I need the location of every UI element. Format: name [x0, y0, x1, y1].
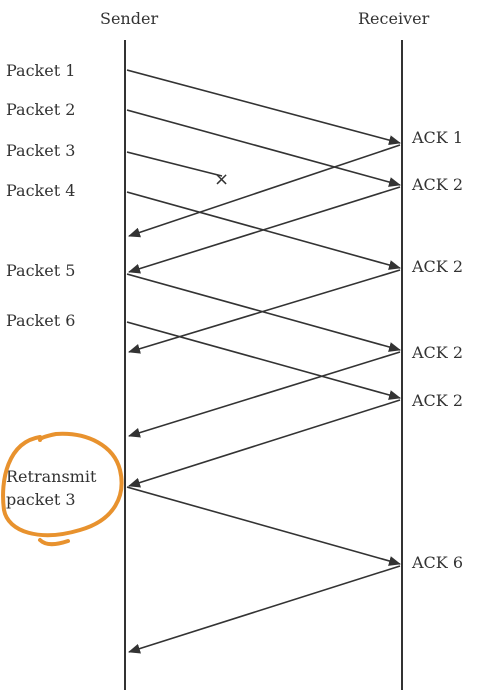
packet-3-label: Packet 3 — [6, 141, 75, 160]
packet-6-arrow — [126, 321, 401, 400]
highlight-circle — [1, 431, 124, 538]
packet-3-arrow-lost — [126, 151, 223, 177]
packet-5-label: Packet 5 — [6, 261, 75, 280]
ack-2-label-a: ACK 2 — [411, 175, 463, 194]
lost-packet-marker: × — [214, 169, 229, 190]
packet-6-label: Packet 6 — [6, 311, 75, 330]
packet-2-arrow — [126, 109, 401, 187]
retransmit-arrow — [126, 486, 401, 566]
ack-1-arrow — [128, 144, 401, 238]
ack-2-arrow-c — [128, 351, 401, 438]
ack-2-arrow-d — [128, 399, 401, 488]
ack-6-label: ACK 6 — [411, 553, 463, 572]
highlight-tail — [38, 538, 70, 547]
packet-1-label: Packet 1 — [6, 61, 75, 80]
ack-2-label-c: ACK 2 — [411, 343, 463, 362]
retransmit-label-line2: packet 3 — [6, 490, 76, 509]
packet-1-arrow — [126, 69, 401, 145]
packet-2-label: Packet 2 — [6, 100, 75, 119]
ack-1-label: ACK 1 — [411, 128, 463, 147]
ack-2-arrow-b — [128, 269, 401, 354]
ack-6-arrow — [128, 565, 401, 654]
retransmit-label-line1: Retransmit — [6, 467, 97, 486]
ack-2-label-b: ACK 2 — [411, 257, 463, 276]
receiver-header: Receiver — [358, 9, 430, 28]
packet-4-label: Packet 4 — [6, 181, 75, 200]
ack-2-arrow-a — [128, 186, 401, 274]
sender-header: Sender — [100, 9, 158, 28]
ack-2-label-d: ACK 2 — [411, 391, 463, 410]
